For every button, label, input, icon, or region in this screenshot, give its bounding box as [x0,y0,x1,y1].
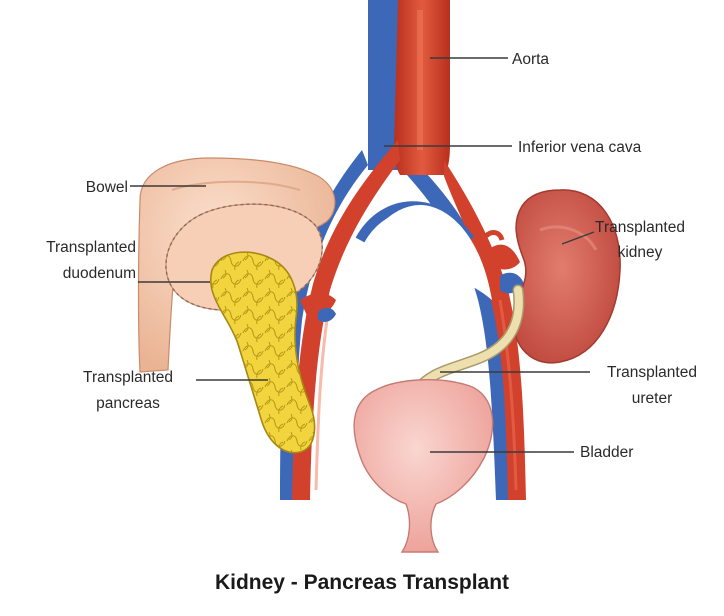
label-bowel: Bowel [86,179,128,196]
diagram-caption: Kidney - Pancreas Transplant [215,571,509,594]
label-kidney-line2: kidney [618,244,663,261]
bladder [354,380,492,552]
label-pancreas-line1: Transplanted [83,369,173,386]
label-inferior-vena-cava: Inferior vena cava [518,139,642,156]
label-duodenum-line2: duodenum [63,265,136,282]
label-pancreas-line2: pancreas [96,395,160,412]
label-duodenum-line1: Transplanted [46,239,136,256]
label-aorta: Aorta [512,51,549,68]
transplanted-kidney [514,190,621,363]
label-ureter-line2: ureter [632,390,673,407]
label-ureter-line1: Transplanted [607,364,697,381]
label-bladder: Bladder [580,444,633,461]
pancreas-vessel-anastomosis [300,293,336,322]
label-kidney-line1: Transplanted [595,219,685,236]
